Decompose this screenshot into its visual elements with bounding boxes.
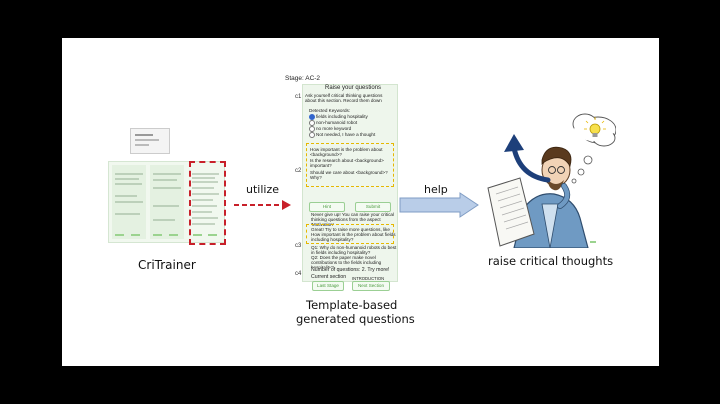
- marker-c2: c2: [295, 168, 302, 174]
- current-section-select[interactable]: INTRODUCTION: [352, 276, 385, 282]
- help-arrow-icon: [399, 192, 479, 218]
- help-label: help: [424, 183, 448, 196]
- template-questions-box: [306, 143, 394, 187]
- panel-heading: Raise your questions: [325, 85, 382, 91]
- keyword-radio-2[interactable]: [309, 120, 315, 126]
- highlighted-panel-box: [189, 161, 226, 245]
- suggestion-box: [306, 224, 394, 244]
- caption-line-1: Template-based: [306, 298, 398, 312]
- right-caption: raise critical thoughts: [488, 254, 614, 268]
- thinking-person-illustration: [487, 113, 616, 248]
- detected-keywords-label: Detected Keywords:: [309, 108, 351, 113]
- thumbnail-lines-icon: [115, 173, 219, 236]
- next-section-button[interactable]: Next Section: [352, 281, 390, 291]
- keyword-radio-4[interactable]: [309, 132, 315, 138]
- question-panel: [302, 84, 398, 282]
- submit-button[interactable]: Submit: [355, 202, 391, 212]
- marker-c3: c3: [295, 243, 302, 249]
- marker-c1: c1: [295, 94, 302, 100]
- last-stage-button[interactable]: Last Stage: [312, 281, 344, 291]
- current-section-label: Current section: [311, 274, 347, 281]
- hint-button[interactable]: Hint: [309, 202, 345, 212]
- marker-c4: c4: [295, 271, 302, 277]
- stage-label: Stage: AC-2: [285, 75, 321, 82]
- keyword-radio-3[interactable]: [309, 126, 315, 132]
- utilize-arrow-icon: [234, 200, 291, 210]
- keyword-radio-1[interactable]: [309, 114, 315, 120]
- caption-line-2: generated questions: [296, 312, 415, 326]
- question-count: Number of questions: 2. Try more!: [311, 267, 390, 274]
- critrainer-screenshot: [108, 161, 226, 245]
- critrainer-label: CriTrainer: [138, 258, 196, 272]
- utilize-label: utilize: [246, 183, 279, 196]
- popup-thumbnail: [130, 128, 170, 154]
